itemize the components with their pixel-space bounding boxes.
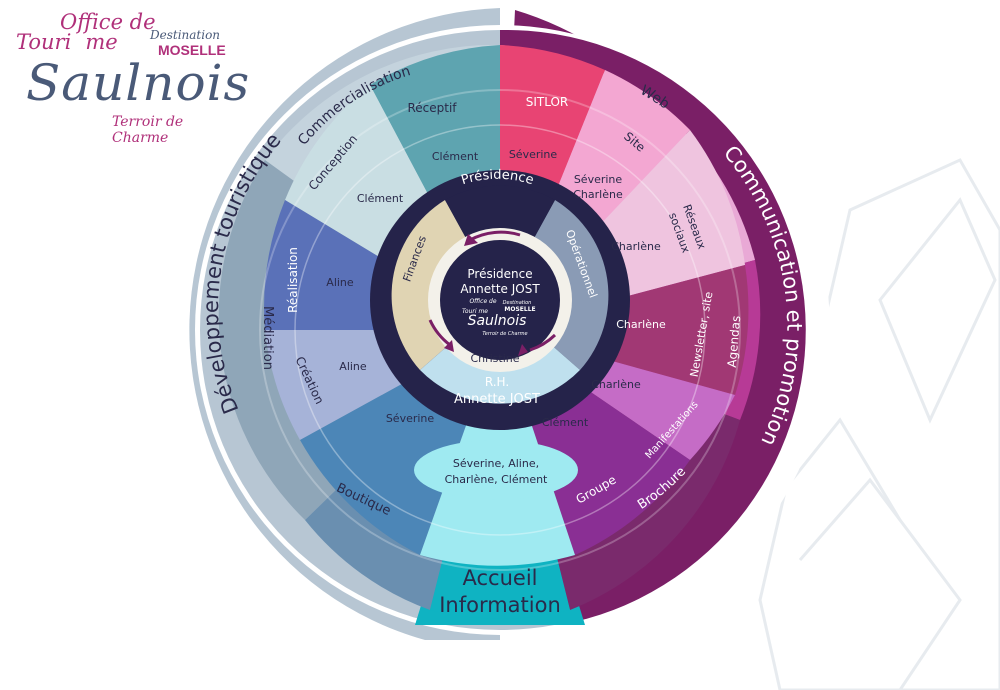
reseaux-person: Charlène — [611, 240, 661, 253]
boutique-person: Séverine — [386, 412, 435, 425]
accueil-title-2: Information — [439, 593, 561, 617]
realisation-label: Réalisation — [286, 247, 300, 313]
logo-moselle: MOSELLE — [158, 42, 226, 58]
accueil-people-2: Charlène, Clément — [445, 473, 548, 486]
sitlor-person: Séverine — [509, 148, 558, 161]
receptif-label: Réceptif — [407, 101, 457, 115]
accueil-people-bubble — [414, 440, 578, 500]
realisation-person: Aline — [326, 276, 354, 289]
manifestations-person: Charlène — [591, 378, 641, 391]
site-person-2: Charlène — [573, 188, 623, 201]
arrow-heads-icon — [444, 234, 528, 356]
segments-mask-outer — [259, 89, 741, 571]
groupe-person: Clément — [542, 416, 589, 429]
crystal-decoration — [758, 158, 1000, 690]
newsletter-person: Charlène — [616, 318, 666, 331]
presidence-label: Présidence — [460, 168, 536, 188]
center-title: Présidence — [467, 267, 532, 281]
hub-center — [440, 240, 560, 360]
segments-divider — [294, 124, 706, 536]
center-mini-line1: Office de — [469, 298, 496, 305]
center-mini-tag: Terroir de Charme — [482, 331, 527, 337]
conception-person: Clément — [357, 192, 404, 205]
rh-label: R.H. — [485, 375, 509, 389]
mediation-label: Médiation — [260, 306, 275, 370]
accueil-people-1: Séverine, Aline, — [453, 457, 539, 470]
agendas-label: Agendas — [725, 315, 743, 368]
sitlor-label: SITLOR — [526, 95, 569, 109]
logo-line1: Office de — [60, 10, 156, 34]
center-mini-line2: Touri me — [462, 308, 488, 315]
center-person: Annette JOST — [460, 282, 540, 296]
center-mini-dest2: MOSELLE — [504, 306, 535, 313]
rh-head: Annette JOST — [454, 392, 540, 407]
site-person-1: Séverine — [574, 173, 623, 186]
center-mini-name: Saulnois — [468, 313, 527, 329]
creation-person: Aline — [339, 360, 367, 373]
rh-person: Christine — [470, 352, 519, 365]
accueil-title-1: Accueil — [463, 566, 538, 590]
receptif-person: Clément — [432, 150, 479, 163]
center-mini-dest1: Destination — [503, 300, 532, 306]
logo-destination: Destination — [150, 28, 221, 42]
logo-tagline: Terroir de Charme — [112, 114, 184, 146]
logo-name: Saulnois — [26, 54, 251, 112]
